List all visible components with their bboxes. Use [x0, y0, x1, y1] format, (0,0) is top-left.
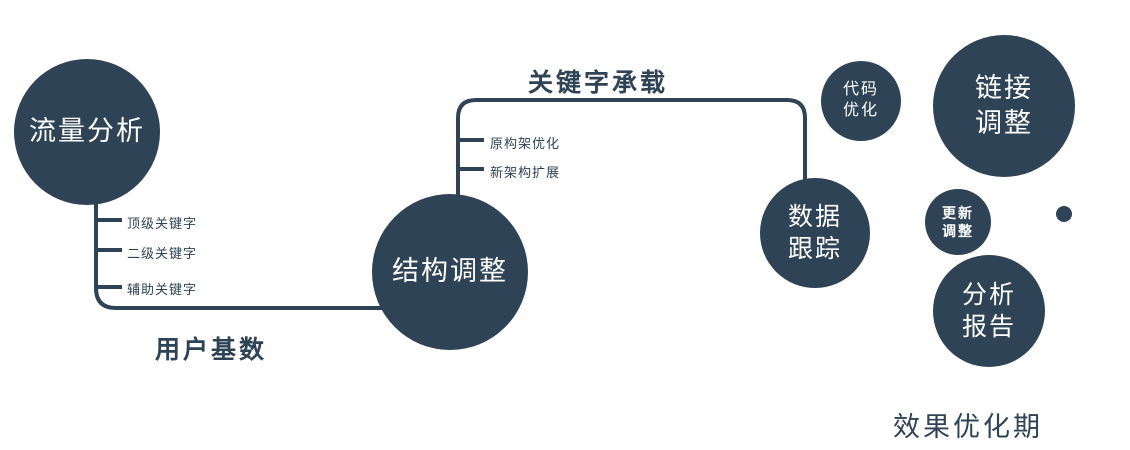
branch-new-arch-expand: 新架构扩展 — [490, 165, 561, 180]
node-data-tracking: 数据 跟踪 — [760, 178, 870, 288]
node-structure-adjust-label: 结构调整 — [392, 256, 508, 287]
branch-top-keywords: 顶级关键字 — [127, 216, 198, 231]
node-update-adjust-label: 更新 调整 — [942, 204, 974, 239]
node-traffic-analysis-label: 流量分析 — [29, 116, 145, 147]
node-link-adjust-label: 链接 调整 — [975, 72, 1033, 138]
node-small-dot — [1056, 206, 1072, 222]
edge-structure-tracking — [456, 98, 807, 196]
branch-original-arch-optimize: 原构架优化 — [490, 136, 561, 151]
branch-second-keywords: 二级关键字 — [127, 246, 198, 261]
node-code-optimize-label: 代码 优化 — [842, 81, 879, 119]
node-code-optimize: 代码 优化 — [821, 61, 901, 141]
edge-label-keyword-carry: 关键字承载 — [528, 69, 669, 97]
node-analysis-report: 分析 报告 — [933, 255, 1045, 367]
footer-effect-optimization-period: 效果优化期 — [893, 412, 1043, 442]
node-analysis-report-label: 分析 报告 — [961, 280, 1016, 342]
node-data-tracking-label: 数据 跟踪 — [787, 202, 842, 264]
node-update-adjust: 更新 调整 — [925, 189, 991, 255]
branch-auxiliary-keywords: 辅助关键字 — [127, 282, 198, 297]
node-link-adjust: 链接 调整 — [933, 35, 1075, 177]
edge-label-user-base: 用户基数 — [155, 336, 268, 364]
node-traffic-analysis: 流量分析 — [14, 59, 160, 205]
node-structure-adjust: 结构调整 — [372, 194, 528, 350]
